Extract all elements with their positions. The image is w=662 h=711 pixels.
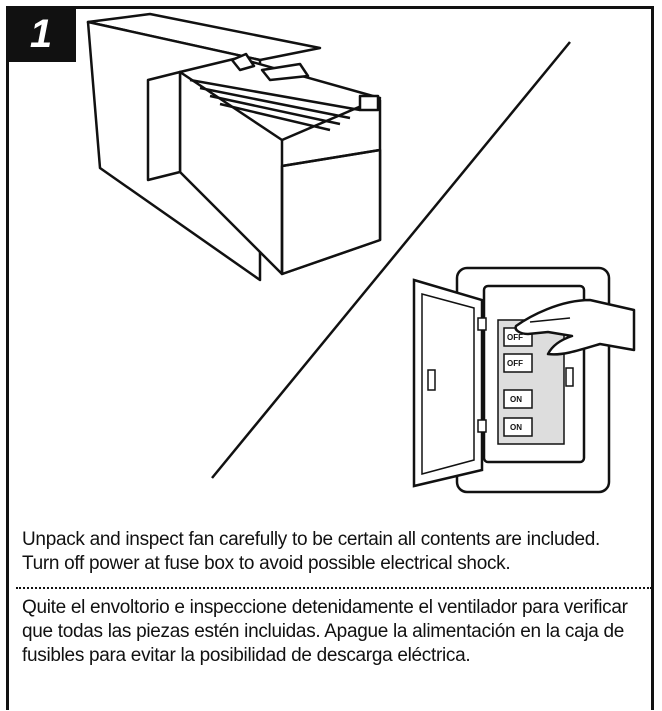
diagonal-divider [211,41,571,479]
instructions-english: Unpack and inspect fan carefully to be c… [22,528,642,576]
open-carton-box-icon [86,12,382,282]
illustration: OFF OFF ON ON [86,12,636,494]
breaker-label-1: OFF [507,333,523,342]
page-frame [6,6,654,710]
breaker-label-2: OFF [507,359,523,368]
instruction-es-line-1: Quite el envoltorio e inspeccione deteni… [22,597,628,618]
breaker-label-3: ON [510,395,522,404]
instruction-en-line-2: Turn off power at fuse box to avoid poss… [22,553,511,574]
breaker-label-4: ON [510,423,522,432]
instruction-en-line-1: Unpack and inspect fan carefully to be c… [22,529,601,550]
hand-icon [514,298,636,356]
instruction-es-line-3: fusibles para evitar la posibilidad de d… [22,645,471,666]
step-number-badge: 1 [6,6,76,62]
instructions-spanish: Quite el envoltorio e inspeccione deteni… [22,596,648,668]
breaker-panel-icon [412,266,611,494]
dotted-divider [16,587,652,589]
instruction-es-line-2: que todas las piezas estén incluidas. Ap… [22,621,625,642]
